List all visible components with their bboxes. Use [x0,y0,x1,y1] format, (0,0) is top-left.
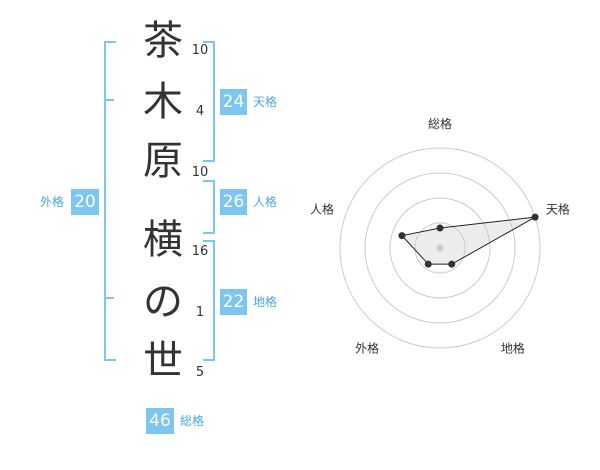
radar-point-5 [398,232,406,240]
name-char-6: 世 [143,338,183,384]
gaikaku-label: 外格 [40,195,65,209]
stroke-count-1: 10 [191,43,209,58]
stroke-count-5: 1 [195,305,205,320]
radar-axis-label-4: 外格 [355,340,379,355]
gaikaku-tick-upper [104,99,114,101]
radar-point-4 [424,260,432,268]
tenkaku-bracket [203,41,215,162]
name-char-5: の [143,279,183,325]
radar-point-3 [448,260,456,268]
gaikaku-bracket [104,41,116,361]
chikaku-label: 地格 [253,295,278,309]
name-char-1: 茶 [143,18,183,64]
radar-point-2 [531,213,539,221]
name-char-2: 木 [143,79,183,125]
tenkaku-label: 天格 [253,95,278,109]
radar-point-1 [436,224,444,232]
tenkaku-value: 24 [220,89,247,115]
chikaku-bracket [203,240,215,361]
stroke-count-6: 5 [195,365,205,380]
jinkaku-bracket [203,180,215,234]
soukaku-value: 46 [146,408,174,434]
radar-axis-label-3: 地格 [501,340,525,355]
radar-center-point [436,244,444,252]
jinkaku-value: 26 [220,189,247,215]
gaikaku-tick-lower [104,297,114,299]
radar-ring-1 [414,222,466,274]
soukaku-label: 総格 [180,414,205,428]
radar-ring-2 [389,197,491,299]
stroke-count-2: 4 [195,104,205,119]
radar-axis-label-2: 天格 [546,202,570,217]
gaikaku-value: 20 [71,189,99,215]
jinkaku-label: 人格 [253,195,278,209]
stroke-count-3: 10 [191,165,209,180]
radar-axis-label-5: 人格 [310,202,334,217]
radar-ring-3 [364,172,516,324]
chikaku-value: 22 [220,289,247,315]
radar-ring-4 [339,147,541,349]
radar-axis-label-1: 総格 [428,116,452,131]
name-char-4: 横 [143,217,183,263]
radar-data-polygon [400,216,536,265]
stroke-count-4: 16 [191,244,209,259]
name-char-3: 原 [143,138,183,184]
